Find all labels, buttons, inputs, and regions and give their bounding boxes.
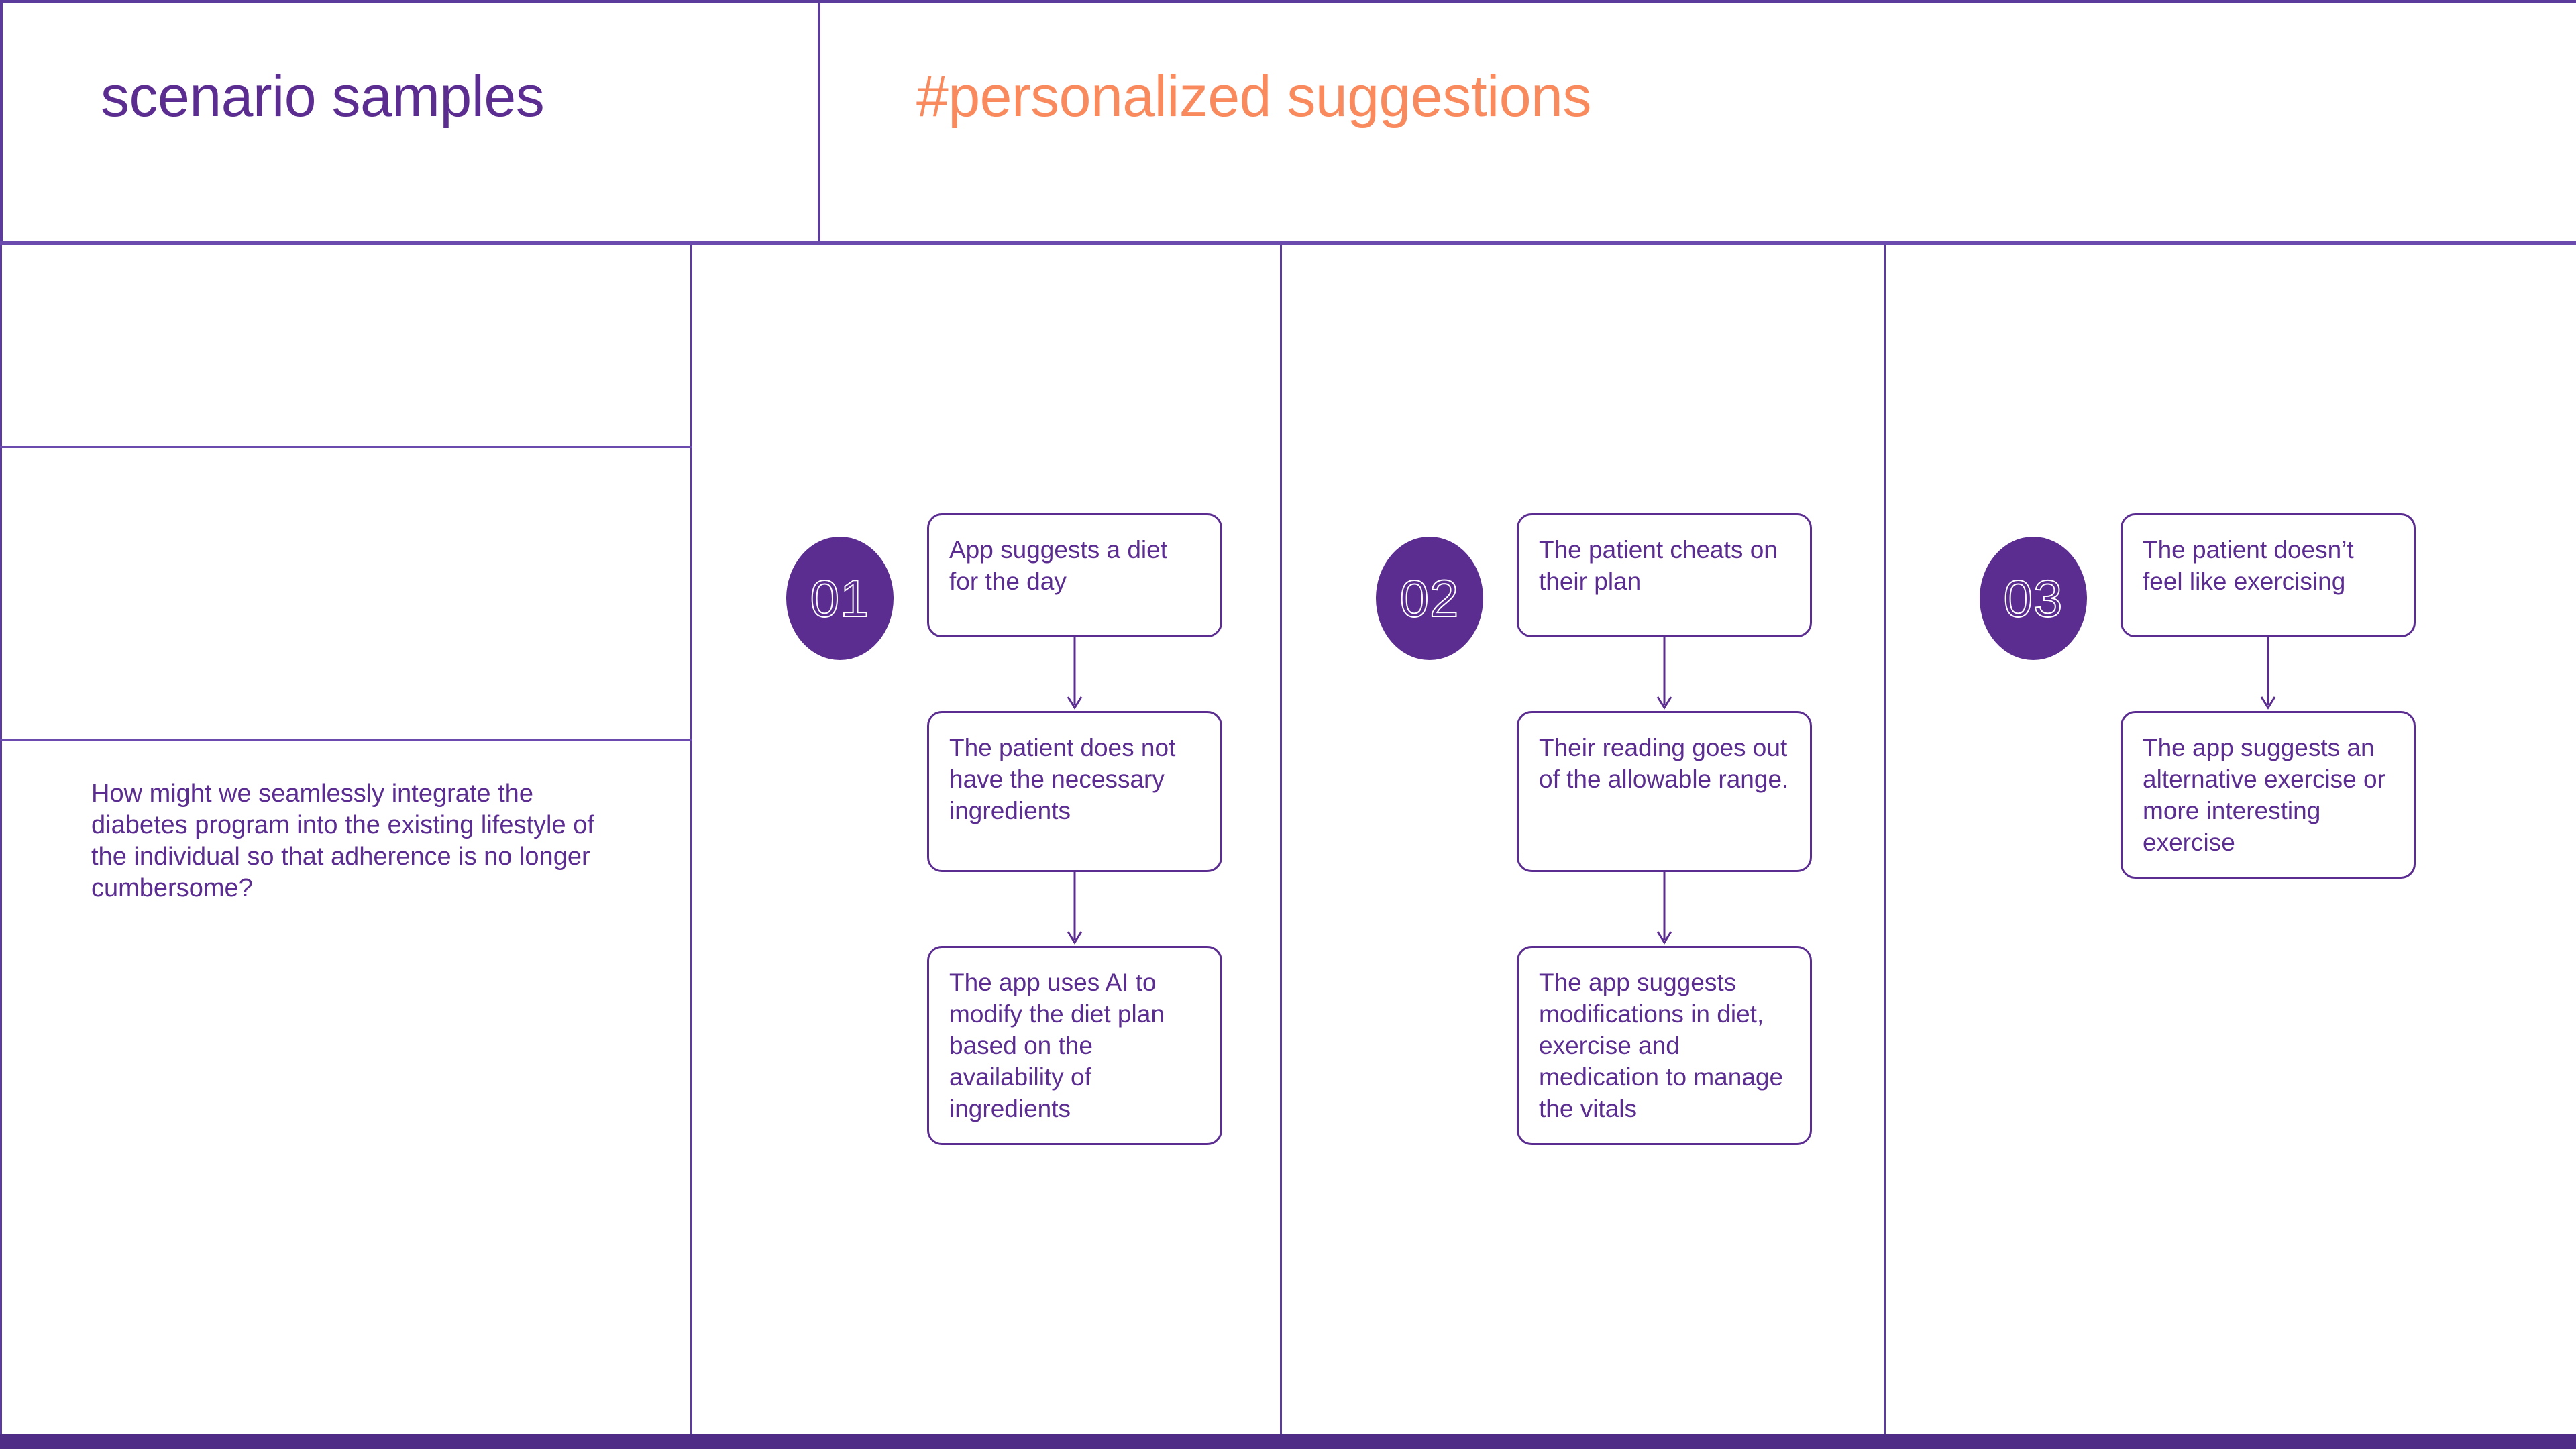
flow-node[interactable]: The patient doesn’t feel like exercising xyxy=(2121,513,2416,637)
header-vertical-divider xyxy=(818,0,820,244)
flow-node-text: The app suggests an alternative exercise… xyxy=(2143,734,2385,856)
header-bottom-rule xyxy=(0,241,2576,245)
scenario-flow-1: App suggests a diet for the day The pati… xyxy=(927,513,1222,1145)
hmw-question-text: How might we seamlessly integrate the di… xyxy=(91,780,594,902)
flow-node-text: The patient cheats on their plan xyxy=(1539,536,1778,595)
topic-tag-title: #personalized suggestions xyxy=(916,64,1591,129)
flow-node-text: App suggests a diet for the day xyxy=(949,536,1167,595)
footer-bar xyxy=(0,1434,2576,1449)
header-top-rule xyxy=(0,0,2576,3)
flow-node[interactable]: The app suggests modifications in diet, … xyxy=(1517,946,1812,1145)
flow-node[interactable]: The patient does not have the necessary … xyxy=(927,711,1222,872)
arrow-down-icon xyxy=(1656,635,1672,710)
arrow-down-icon xyxy=(1067,870,1083,945)
grid-hline-lower xyxy=(0,739,692,741)
flow-node-text: The patient doesn’t feel like exercising xyxy=(2143,536,2354,595)
flow-node[interactable]: The patient cheats on their plan xyxy=(1517,513,1812,637)
arrow-down-icon xyxy=(1656,870,1672,945)
scenario-number-badge-1: 01 xyxy=(786,537,894,660)
grid-vline-col3 xyxy=(1884,245,1886,1434)
grid-vline-col2 xyxy=(1280,245,1282,1434)
grid-hline-upper xyxy=(0,446,692,448)
scenario-flow-3: The patient doesn’t feel like exercising… xyxy=(2121,513,2416,879)
flow-node[interactable]: The app uses AI to modify the diet plan … xyxy=(927,946,1222,1145)
header-left-edge xyxy=(0,0,3,244)
slide-header: scenario samples #personalized suggestio… xyxy=(0,0,2576,245)
flow-node-text: Their reading goes out of the allowable … xyxy=(1539,734,1789,793)
flow-connector xyxy=(1517,635,1812,711)
slide-body: How might we seamlessly integrate the di… xyxy=(0,245,2576,1434)
scenario-column-3: 03 The patient doesn’t feel like exercis… xyxy=(1886,245,2576,1434)
flow-connector xyxy=(2121,635,2416,711)
flow-connector xyxy=(927,870,1222,946)
scenario-number-label: 01 xyxy=(810,569,870,628)
arrow-down-icon xyxy=(1067,635,1083,710)
flow-node-text: The app uses AI to modify the diet plan … xyxy=(949,969,1165,1122)
flow-connector xyxy=(927,635,1222,711)
scenario-column-1: 01 App suggests a diet for the day The p… xyxy=(692,245,1280,1434)
flow-node[interactable]: App suggests a diet for the day xyxy=(927,513,1222,637)
flow-connector xyxy=(1517,870,1812,946)
flow-node[interactable]: Their reading goes out of the allowable … xyxy=(1517,711,1812,872)
arrow-down-icon xyxy=(2260,635,2276,710)
flow-node[interactable]: The app suggests an alternative exercise… xyxy=(2121,711,2416,879)
scenario-number-label: 02 xyxy=(1399,569,1460,628)
scenario-number-label: 03 xyxy=(2003,569,2063,628)
scenario-number-badge-3: 03 xyxy=(1980,537,2087,660)
page-title: scenario samples xyxy=(101,64,545,129)
grid-vline-col1 xyxy=(690,245,692,1434)
scenario-column-2: 02 The patient cheats on their plan Thei… xyxy=(1282,245,1884,1434)
scenario-number-badge-2: 02 xyxy=(1376,537,1483,660)
flow-node-text: The patient does not have the necessary … xyxy=(949,734,1176,824)
grid-vline-left-edge xyxy=(0,245,2,1434)
flow-node-text: The app suggests modifications in diet, … xyxy=(1539,969,1784,1122)
scenario-flow-2: The patient cheats on their plan Their r… xyxy=(1517,513,1812,1145)
